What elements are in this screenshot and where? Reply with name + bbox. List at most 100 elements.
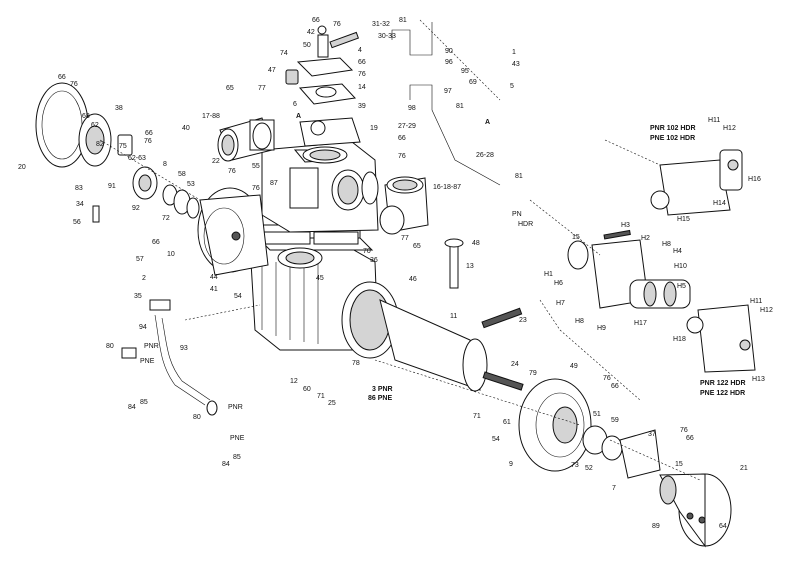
hydraulic-motor-bottom (686, 304, 756, 373)
callout-107: 66 (686, 435, 694, 442)
callout-115: H1 (544, 271, 553, 278)
callout-119: H10 (674, 263, 687, 270)
callout-117: H8 (662, 241, 671, 248)
callout-97: 9 (509, 461, 513, 468)
callout-7: 66 (358, 59, 366, 66)
callout-104: 52 (585, 465, 593, 472)
callout-labels: 667642507447466761439631-3230-3381909695… (18, 17, 773, 530)
callout-122: H5 (677, 283, 686, 290)
callout-0: 66 (312, 17, 320, 24)
callout-34: 20 (18, 164, 26, 171)
callout-108: 15 (675, 461, 683, 468)
callout-69: 2 (142, 275, 146, 282)
callout-9: 14 (358, 84, 366, 91)
callout-43: 91 (108, 183, 116, 190)
funnel (659, 473, 732, 548)
callout-12: 31-32 (372, 21, 390, 28)
callout-74: 84 (128, 404, 136, 411)
callout-40: 66 (145, 130, 153, 137)
callout-53: 22 (212, 158, 220, 165)
callout-75: 85 (140, 399, 148, 406)
callout-88: 60 (303, 386, 311, 393)
callout-118: H4 (673, 248, 682, 255)
hydraulic-motor-top (650, 149, 743, 216)
callout-126: H18 (673, 336, 686, 343)
callout-83: 48 (472, 240, 480, 247)
callout-94: 61 (503, 419, 511, 426)
callout-16: 96 (445, 59, 453, 66)
callout-85: 11 (450, 313, 457, 320)
upper-housing (261, 117, 379, 233)
callout-100: 66 (611, 383, 619, 390)
callout-71: 94 (139, 324, 147, 331)
callout-60: 16-18-87 (433, 184, 461, 191)
model-label-bottom-2: PNE 122 HDR (700, 390, 745, 397)
callout-128: H12 (760, 307, 773, 314)
callout-44: 92 (132, 205, 140, 212)
callout-129: H16 (748, 176, 761, 183)
callout-76: 80 (193, 414, 201, 421)
callout-124: H9 (597, 325, 606, 332)
callout-102: 59 (611, 417, 619, 424)
callout-77: 84 (222, 461, 230, 468)
callout-29: 76 (70, 81, 78, 88)
callout-37: 56 (73, 219, 81, 226)
callout-5: 47 (268, 67, 276, 74)
callout-62: 65 (413, 243, 421, 250)
callout-24: 81 (515, 173, 523, 180)
callout-70: 35 (134, 293, 142, 300)
callout-137: PN (512, 211, 522, 218)
callout-133: H12 (723, 125, 736, 132)
callout-98: 49 (570, 363, 578, 370)
callout-90: 25 (328, 400, 336, 407)
callout-79: 70 (363, 248, 371, 255)
callout-114: H3 (621, 222, 630, 229)
callout-73: 80 (106, 343, 114, 350)
callout-1: 76 (333, 21, 341, 28)
callout-28: 66 (58, 74, 66, 81)
callout-19: 69 (469, 79, 477, 86)
callout-54: 76 (228, 168, 236, 175)
end-cover-disc (35, 82, 112, 168)
callout-109: 7 (612, 485, 616, 492)
callout-32: 62 (91, 122, 99, 129)
callout-18: 97 (444, 88, 452, 95)
callout-64: 10 (167, 251, 175, 258)
front-end-cover (518, 378, 661, 479)
left-small-parts (92, 134, 200, 223)
callout-139: PNR (144, 343, 159, 350)
callout-50: 40 (182, 125, 190, 132)
callout-106: 76 (680, 427, 688, 434)
callout-84: 13 (466, 263, 474, 270)
left-drum (197, 187, 269, 276)
callout-31: 68 (82, 113, 90, 120)
callout-67: 54 (234, 293, 242, 300)
pipes (121, 22, 501, 416)
callout-25: 1 (512, 49, 516, 56)
callout-17: 95 (461, 68, 469, 75)
callout-87: 12 (290, 378, 298, 385)
callout-80: 36 (370, 257, 378, 264)
callout-132: H11 (708, 117, 720, 124)
callout-68: 57 (136, 256, 144, 263)
top-manifold (285, 25, 360, 136)
callout-36: 34 (76, 201, 84, 208)
callout-27: 5 (510, 83, 514, 90)
callout-58: 66 (398, 135, 406, 142)
callout-99: 76 (603, 375, 611, 382)
callout-141: PNR (228, 404, 243, 411)
callout-86: 23 (519, 317, 527, 324)
callout-95: 71 (473, 413, 481, 420)
callout-66: 41 (210, 286, 218, 293)
rotor-cylinder (341, 238, 524, 392)
model-label-top-2: PNE 102 HDR (650, 135, 695, 142)
callout-82: 46 (409, 276, 417, 283)
callout-91: 78 (352, 360, 360, 367)
callout-46: 53 (187, 181, 195, 188)
callout-110: 21 (740, 465, 748, 472)
callout-3: 50 (303, 42, 311, 49)
callout-47: 72 (162, 215, 170, 222)
callout-140: PNE (140, 358, 155, 365)
callout-113: 15 (572, 234, 580, 241)
